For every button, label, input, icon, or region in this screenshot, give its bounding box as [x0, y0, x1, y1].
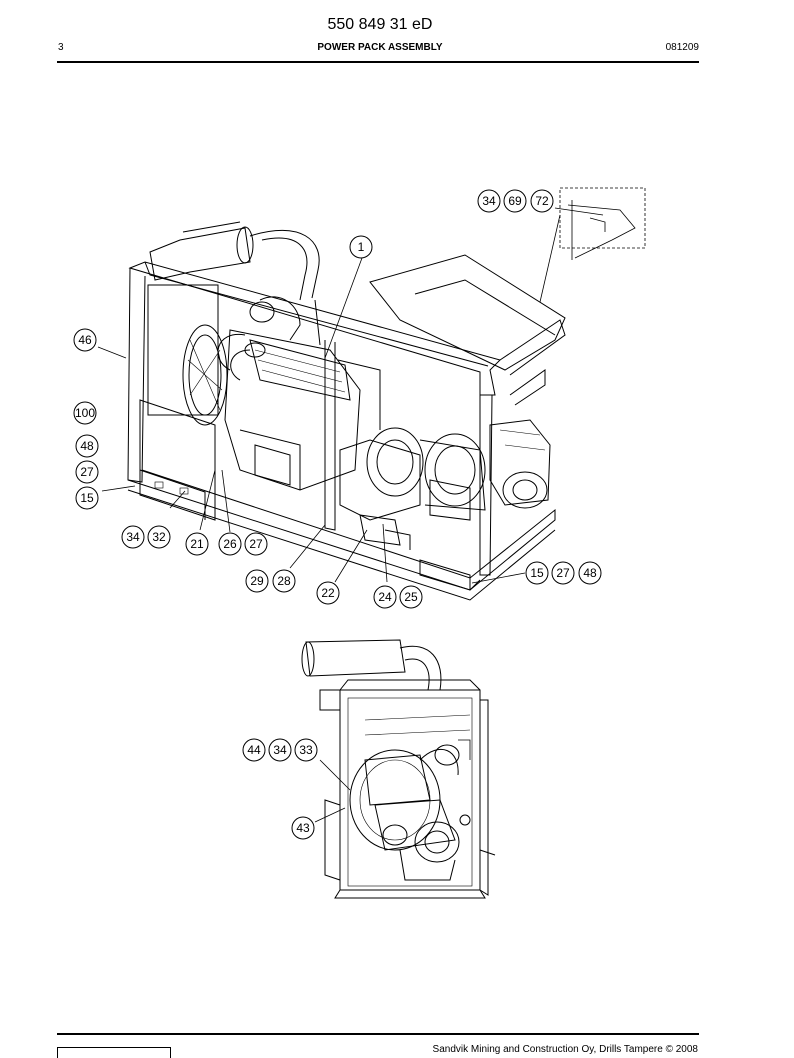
- callout-circle: 15: [75, 486, 99, 510]
- svg-text:32: 32: [152, 530, 166, 544]
- callout-circle: 22: [316, 581, 340, 605]
- svg-text:24: 24: [378, 590, 392, 604]
- svg-text:29: 29: [250, 574, 264, 588]
- svg-text:26: 26: [223, 537, 237, 551]
- callout-circle: 26: [218, 532, 242, 556]
- callout-circle: 34: [477, 189, 501, 213]
- svg-text:34: 34: [482, 194, 496, 208]
- callout-circle: 44: [242, 738, 266, 762]
- callout-circle: 27: [75, 460, 99, 484]
- callout-circle: 34: [268, 738, 292, 762]
- callout-circle: 48: [75, 434, 99, 458]
- callouts-main: 34 69 72 1 46 100 48 27 15 34 32 21 26 2…: [73, 189, 602, 609]
- svg-text:15: 15: [530, 566, 544, 580]
- svg-text:1: 1: [358, 240, 365, 254]
- end-view-drawing: [301, 639, 496, 899]
- svg-text:48: 48: [80, 439, 94, 453]
- callout-circle: 100: [73, 401, 97, 425]
- callout-circle: 29: [245, 569, 269, 593]
- callout-circle: 21: [185, 532, 209, 556]
- callout-circle: 1: [349, 235, 373, 259]
- svg-text:15: 15: [80, 491, 94, 505]
- document-number: 550 849 31 eD: [327, 16, 433, 33]
- detail-box: [559, 187, 646, 249]
- callouts-detail: 44 34 33 43: [242, 738, 318, 840]
- footer-rule: [57, 1033, 699, 1035]
- svg-text:72: 72: [535, 194, 549, 208]
- callout-circle: 27: [551, 561, 575, 585]
- leader-lines-detail: [314, 759, 351, 823]
- svg-text:27: 27: [80, 465, 94, 479]
- svg-text:27: 27: [249, 537, 263, 551]
- callout-circle: 33: [294, 738, 318, 762]
- svg-text:22: 22: [321, 586, 335, 600]
- callout-circle: 32: [147, 525, 171, 549]
- svg-text:48: 48: [583, 566, 597, 580]
- header-rule: [57, 61, 699, 63]
- callout-circle: 69: [503, 189, 527, 213]
- callout-circle: 34: [121, 525, 145, 549]
- callout-circle: 72: [530, 189, 554, 213]
- callout-circle: 28: [272, 569, 296, 593]
- footer-copyright: Sandvik Mining and Construction Oy, Dril…: [432, 1044, 698, 1055]
- svg-text:33: 33: [299, 743, 313, 757]
- revision-date: 081209: [665, 42, 699, 53]
- svg-text:21: 21: [190, 537, 204, 551]
- page-title: POWER PACK ASSEMBLY: [317, 42, 443, 53]
- svg-text:43: 43: [296, 821, 310, 835]
- callout-circle: 43: [291, 816, 315, 840]
- callout-circle: 15: [525, 561, 549, 585]
- leader-lines-main: [97, 207, 604, 584]
- main-assembly-drawing: [127, 187, 646, 601]
- callout-circle: 46: [73, 328, 97, 352]
- callout-circle: 48: [578, 561, 602, 585]
- callout-circle: 27: [244, 532, 268, 556]
- svg-text:25: 25: [404, 590, 418, 604]
- svg-text:46: 46: [78, 333, 92, 347]
- callout-circle: 25: [399, 585, 423, 609]
- callout-circle: 24: [373, 585, 397, 609]
- svg-text:69: 69: [508, 194, 522, 208]
- svg-text:34: 34: [126, 530, 140, 544]
- svg-text:27: 27: [556, 566, 570, 580]
- svg-text:100: 100: [75, 406, 95, 420]
- page-number: 3: [58, 42, 64, 53]
- svg-text:44: 44: [247, 743, 261, 757]
- svg-text:34: 34: [273, 743, 287, 757]
- svg-text:28: 28: [277, 574, 291, 588]
